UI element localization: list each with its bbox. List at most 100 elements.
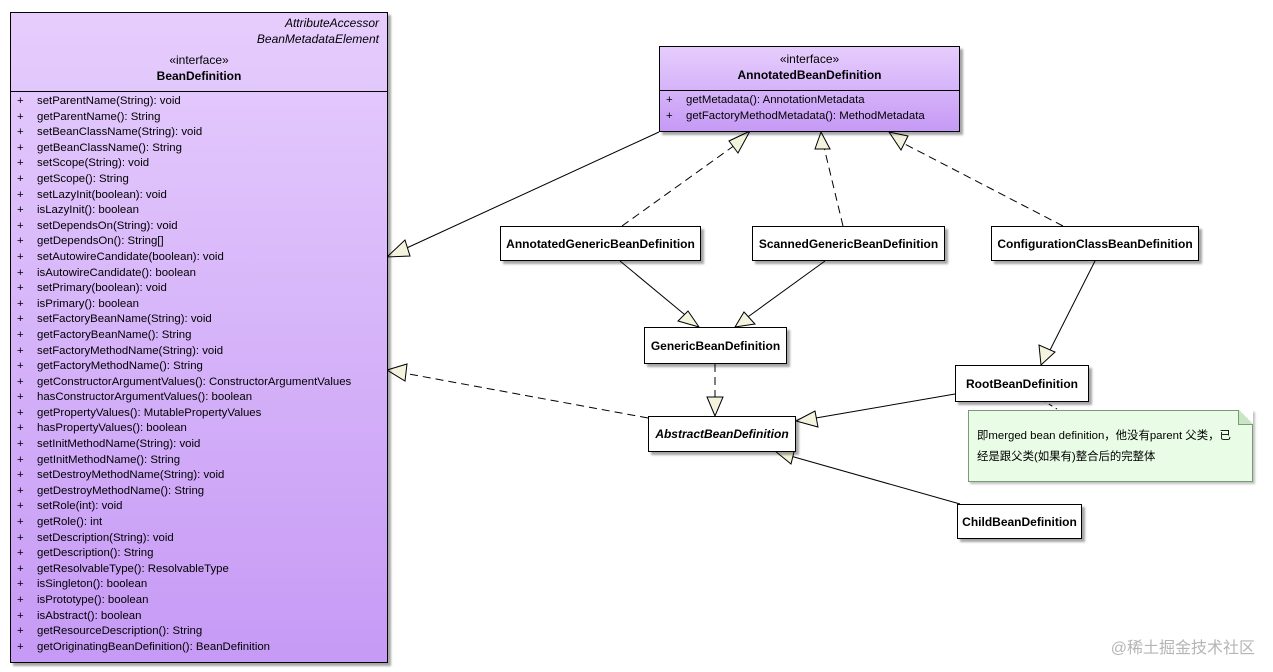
compartment-divider: [11, 91, 387, 92]
member-signature: getDependsOn(): String[]: [37, 235, 164, 248]
visibility-marker: +: [17, 250, 24, 263]
class-rootbeandefinition[interactable]: RootBeanDefinition: [955, 365, 1089, 402]
arrowhead-annotated-right: [887, 131, 909, 151]
member-signature: getInitMethodName(): String: [37, 453, 181, 466]
visibility-marker: +: [17, 328, 24, 341]
member-row: +getConstructorArgumentValues(): Constru…: [11, 375, 387, 391]
member-row: +getFactoryBeanName(): String: [11, 328, 387, 344]
member-signature: getFactoryMethodMetadata(): MethodMetada…: [686, 109, 925, 122]
edge-configclass-extends-root: [1046, 260, 1096, 357]
class-genericbeandefinition[interactable]: GenericBeanDefinition: [644, 327, 787, 364]
parent-interface-attributeaccessor: AttributeAccessor: [284, 16, 379, 30]
member-signature: getBeanClassName(): String: [37, 141, 182, 154]
visibility-marker: +: [17, 391, 24, 404]
member-signature: getRole(): int: [37, 516, 103, 529]
beandefinition-interface[interactable]: AttributeAccessor BeanMetadataElement «i…: [10, 12, 388, 663]
visibility-marker: +: [17, 172, 24, 185]
arrowhead-abstract-right: [794, 410, 819, 428]
member-row: +getParentName(): String: [11, 110, 387, 126]
visibility-marker: +: [17, 406, 24, 419]
member-signature: setParentName(String): void: [37, 95, 181, 107]
member-row: +hasConstructorArgumentValues(): boolean: [11, 390, 387, 406]
member-signature: getOriginatingBeanDefinition(): BeanDefi…: [37, 640, 271, 653]
member-signature: getPropertyValues(): MutablePropertyValu…: [37, 406, 262, 419]
member-signature: setAutowireCandidate(boolean): void: [37, 250, 224, 263]
member-signature: getFactoryMethodName(): String: [37, 360, 203, 373]
arrowhead-annotated-left: [728, 129, 752, 154]
member-row: +getDependsOn(): String[]: [11, 234, 387, 250]
visibility-marker: +: [17, 547, 24, 560]
visibility-marker: +: [17, 282, 24, 295]
member-signature: setInitMethodName(String): void: [37, 438, 201, 451]
class-abstractbeandefinition[interactable]: AbstractBeanDefinition: [648, 416, 796, 452]
member-row: +isAutowireCandidate(): boolean: [11, 266, 387, 282]
member-row: + setDescription(String): void: [11, 531, 387, 547]
member-signature: setPrimary(boolean): void: [37, 282, 167, 295]
visibility-marker: +: [17, 297, 24, 310]
parent-interfaces: AttributeAccessor BeanMetadataElement: [257, 15, 379, 47]
member-row: +getResourceDescription(): String: [11, 624, 387, 640]
stereotype-label: «interface»: [169, 53, 229, 67]
visibility-marker: +: [17, 516, 24, 529]
member-signature: setFactoryMethodName(String): void: [37, 344, 224, 357]
note-line-2: 经是跟父类(如果有)整合后的完整体: [977, 451, 1156, 463]
member-signature: isPrimary(): boolean: [37, 297, 139, 310]
visibility-marker: +: [17, 531, 24, 544]
visibility-marker: +: [17, 188, 24, 201]
member-row: + getFactoryMethodName(): String: [11, 359, 387, 375]
visibility-marker: +: [17, 594, 24, 606]
annotatedbeandefinition-interface[interactable]: «interface» AnnotatedBeanDefinition +get…: [659, 46, 960, 132]
visibility-marker: +: [17, 95, 24, 107]
arrowhead-annotated-middle: [814, 130, 831, 150]
edge-scannedgeneric-implements-annotated: [822, 142, 844, 227]
member-row: +isAbstract(): boolean: [11, 609, 387, 625]
member-signature: getMetadata(): AnnotationMetadata: [686, 94, 865, 106]
member-signature: setDescription(String): void: [37, 531, 174, 544]
member-row: +getBeanClassName(): String: [11, 141, 387, 157]
member-row: + isPrimary(): boolean: [11, 297, 387, 313]
member-row: +isLazyInit(): boolean: [11, 203, 387, 219]
visibility-marker: +: [666, 109, 673, 122]
visibility-marker: +: [17, 375, 24, 388]
visibility-marker: +: [666, 94, 673, 106]
visibility-marker: +: [17, 219, 24, 232]
visibility-marker: +: [17, 360, 24, 373]
member-row: + setAutowireCandidate(boolean): void: [11, 250, 387, 266]
edge-annotatedgeneric-implements-annotated: [621, 139, 743, 227]
class-name: ScannedGenericBeanDefinition: [758, 236, 939, 251]
arrowhead-generic-left: [677, 310, 701, 328]
class-configurationclassbeandefinition[interactable]: ConfigurationClassBeanDefinition: [991, 226, 1199, 261]
edge-annotatedgeneric-extends-generic: [619, 260, 691, 320]
class-scannedgenericbeandefinition[interactable]: ScannedGenericBeanDefinition: [752, 226, 945, 261]
edge-child-extends-abstract: [786, 454, 961, 505]
member-row: +getScope(): String: [11, 172, 387, 188]
member-signature: getParentName(): String: [37, 110, 161, 123]
class-annotatedgenericbeandefinition[interactable]: AnnotatedGenericBeanDefinition: [500, 226, 701, 261]
visibility-marker: +: [17, 562, 24, 575]
member-row: +setFactoryBeanName(String): void: [11, 312, 387, 328]
member-signature: setScope(String): void: [37, 157, 150, 170]
watermark-text: @稀土掘金技术社区: [1110, 640, 1255, 657]
member-row: +getDestroyMethodName(): String: [11, 484, 387, 500]
class-childbeandefinition[interactable]: ChildBeanDefinition: [957, 504, 1082, 539]
member-signature: setLazyInit(boolean): void: [37, 188, 167, 201]
visibility-marker: +: [17, 126, 24, 139]
member-row: + getPropertyValues(): MutablePropertyVal…: [11, 406, 387, 422]
member-row: +setScope(String): void: [11, 156, 387, 172]
visibility-marker: +: [17, 500, 24, 513]
member-row: + setDependsOn(String): void: [11, 219, 387, 235]
visibility-marker: +: [17, 640, 24, 653]
member-row: +setDestroyMethodName(String): void: [11, 468, 387, 484]
annotated-members: + getMetadata(): AnnotationMetadata + getFa…: [660, 91, 959, 124]
class-name: GenericBeanDefinition: [650, 338, 781, 353]
visibility-marker: +: [17, 484, 24, 497]
member-signature: setDependsOn(String): void: [37, 219, 178, 232]
class-name: RootBeanDefinition: [966, 376, 1078, 391]
arrowhead-abstract-top: [706, 396, 724, 418]
class-name: ConfigurationClassBeanDefinition: [997, 236, 1193, 251]
edge-annotated-extends-beandefinition: [397, 131, 660, 253]
member-signature: isAbstract(): boolean: [37, 609, 142, 622]
member-signature: isAutowireCandidate(): boolean: [37, 266, 196, 279]
member-row: + getOriginatingBeanDefinition(): BeanDef…: [11, 640, 387, 656]
